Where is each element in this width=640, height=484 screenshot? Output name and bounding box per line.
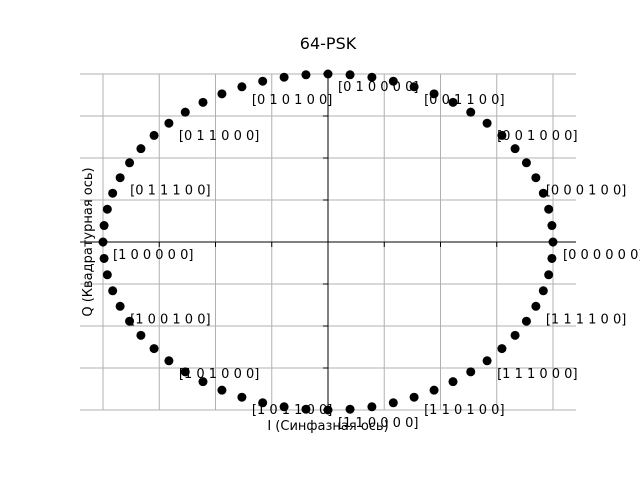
constellation-point	[301, 70, 311, 80]
x-axis-label: I (Синфазная ось)	[267, 419, 388, 434]
constellation-point	[99, 253, 109, 263]
constellation-point	[323, 405, 333, 415]
constellation-point	[466, 367, 476, 377]
constellation-point	[136, 330, 146, 340]
constellation-point	[164, 118, 174, 128]
point-label: [0 1 0 0 0 0]	[338, 80, 418, 95]
point-label: [0 1 0 1 0 0]	[252, 93, 332, 108]
constellation-point	[388, 76, 398, 86]
constellation-point	[531, 301, 541, 311]
point-labels: [0 0 0 0 0 0] [0 0 0 1 0 0] [0 0 1 0 0 0] […	[113, 80, 640, 431]
constellation-point	[429, 385, 439, 395]
constellation-point	[482, 356, 492, 366]
constellation-point	[149, 344, 159, 354]
constellation-point	[102, 204, 112, 214]
constellation-point	[367, 72, 377, 82]
point-label: [1 0 0 0 0 0]	[113, 248, 193, 263]
constellation-point	[217, 385, 227, 395]
constellation-point	[521, 316, 531, 326]
constellation-point	[388, 398, 398, 408]
point-label: [1 1 0 1 0 0]	[424, 403, 504, 418]
constellation-point	[482, 118, 492, 128]
constellation-point	[108, 188, 118, 198]
constellation-point	[102, 270, 112, 280]
constellation-points	[98, 69, 558, 415]
point-label: [1 1 1 1 0 0]	[546, 312, 626, 327]
constellation-point	[510, 330, 520, 340]
constellation-point	[217, 89, 227, 99]
point-label: [0 0 1 1 0 0]	[424, 93, 504, 108]
constellation-point	[409, 392, 419, 402]
point-label: [0 0 0 1 0 0]	[546, 184, 626, 199]
constellation-point	[544, 204, 554, 214]
constellation-point	[548, 237, 558, 247]
constellation-point	[531, 173, 541, 183]
point-label: [1 0 0 1 0 0]	[130, 312, 210, 327]
constellation-point	[279, 72, 289, 82]
constellation-point	[98, 237, 108, 247]
constellation-point	[237, 82, 247, 92]
constellation-point	[198, 377, 208, 387]
constellation-point	[367, 402, 377, 412]
constellation-point	[497, 130, 507, 140]
constellation-point	[108, 286, 118, 296]
point-label: [0 0 1 0 0 0]	[497, 129, 577, 144]
constellation-point	[345, 70, 355, 80]
constellation-point	[258, 398, 268, 408]
constellation-point	[99, 221, 109, 231]
constellation-point	[115, 173, 125, 183]
y-axis-label: Q (Квадратурная ось)	[81, 167, 96, 316]
constellation-point	[448, 97, 458, 107]
point-label: [0 0 0 0 0 0]	[563, 248, 640, 263]
constellation-point	[497, 344, 507, 354]
constellation-point	[136, 144, 146, 154]
constellation-point	[429, 89, 439, 99]
constellation-point	[466, 107, 476, 117]
constellation-point	[301, 404, 311, 414]
constellation-point	[547, 221, 557, 231]
chart-title: 64-PSK	[300, 34, 357, 53]
constellation-point	[125, 316, 135, 326]
constellation-point	[180, 107, 190, 117]
constellation-point	[237, 392, 247, 402]
constellation-point	[180, 367, 190, 377]
constellation-point	[125, 158, 135, 168]
constellation-point	[538, 286, 548, 296]
constellation-point	[258, 76, 268, 86]
constellation-point	[510, 144, 520, 154]
constellation-point	[115, 301, 125, 311]
point-label: [0 1 1 1 0 0]	[130, 184, 210, 199]
point-label: [0 1 1 0 0 0]	[179, 129, 259, 144]
point-label: [1 0 1 0 0 0]	[179, 367, 259, 382]
constellation-point	[448, 377, 458, 387]
constellation-point	[547, 253, 557, 263]
constellation-point	[544, 270, 554, 280]
constellation-point	[323, 69, 333, 79]
point-label: [1 1 0 0 0 0]	[338, 416, 418, 431]
constellation-point	[149, 130, 159, 140]
constellation-point	[279, 402, 289, 412]
constellation-point	[538, 188, 548, 198]
constellation-point	[345, 404, 355, 414]
constellation-point	[521, 158, 531, 168]
constellation-point	[198, 97, 208, 107]
constellation-point	[409, 82, 419, 92]
constellation-point	[164, 356, 174, 366]
point-label: [1 1 1 0 0 0]	[497, 367, 577, 382]
point-label: [1 0 1 1 0 0]	[252, 403, 332, 418]
